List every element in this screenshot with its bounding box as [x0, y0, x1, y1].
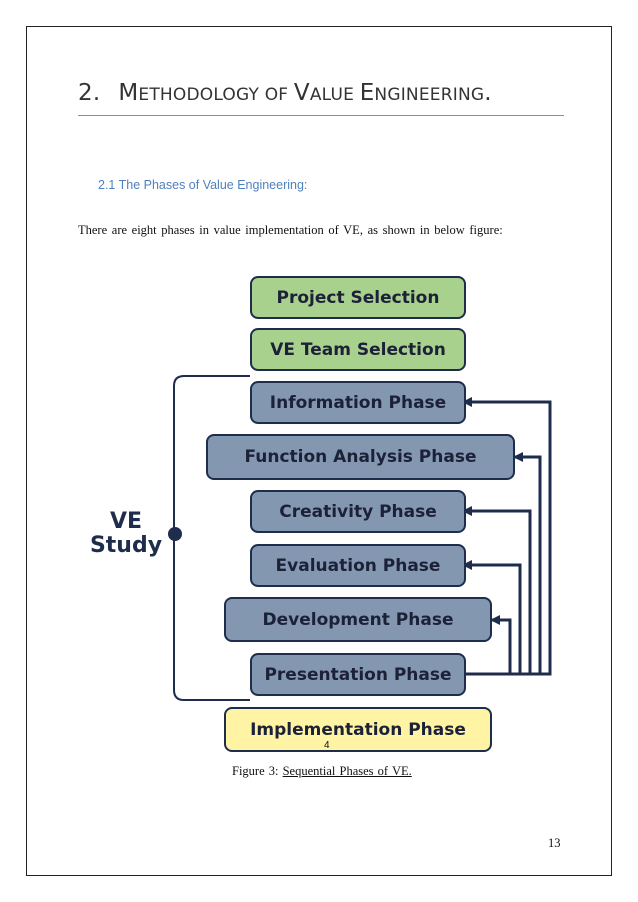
figure-caption: Figure 3: Sequential Phases of VE.	[232, 764, 412, 778]
page-border	[26, 26, 612, 876]
page-number: 13	[548, 836, 561, 850]
ve-study-label: VE Study	[89, 509, 163, 558]
section-heading: 2.METHODOLOGY OF VALUE ENGINEERING.	[78, 80, 492, 106]
phase-implementation: Implementation Phase	[224, 707, 492, 752]
subsection-heading: 2.1 The Phases of Value Engineering:	[98, 178, 308, 192]
figure-small-number: 4	[324, 740, 330, 751]
phase-presentation: Presentation Phase	[250, 653, 466, 696]
section-number: 2.	[78, 80, 101, 106]
ve-study-bracket	[173, 375, 250, 701]
phase-development: Development Phase	[224, 597, 492, 642]
phase-creativity: Creativity Phase	[250, 490, 466, 533]
phase-function-analysis: Function Analysis Phase	[206, 434, 515, 480]
heading-underline	[78, 115, 564, 116]
phase-ve-team-selection: VE Team Selection	[250, 328, 466, 371]
bracket-dot	[168, 527, 182, 541]
phase-project-selection: Project Selection	[250, 276, 466, 319]
feedback-arrow-development	[466, 615, 512, 676]
phase-evaluation: Evaluation Phase	[250, 544, 466, 587]
intro-paragraph: There are eight phases in value implemen…	[78, 223, 503, 237]
phase-information: Information Phase	[250, 381, 466, 424]
